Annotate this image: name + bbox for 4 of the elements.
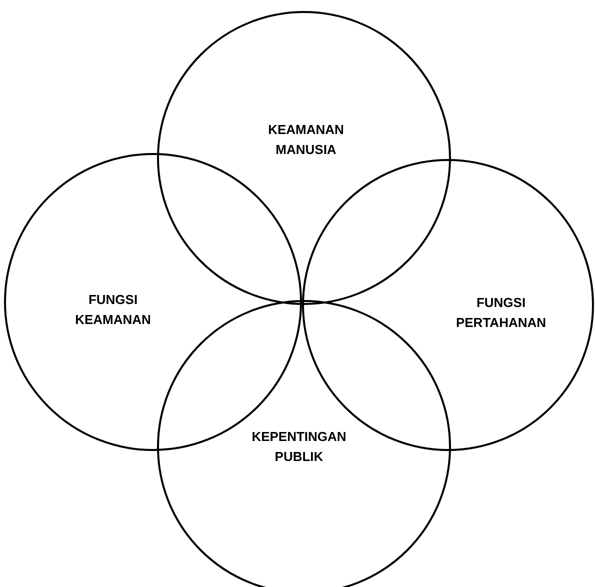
circle-label: KEAMANAN MANUSIA <box>267 121 345 159</box>
circle-label: KEPENTINGAN PUBLIK <box>250 428 348 466</box>
circle-label: FUNGSI PERTAHANAN <box>454 294 548 332</box>
circle-label: FUNGSI KEAMANAN <box>74 291 152 329</box>
